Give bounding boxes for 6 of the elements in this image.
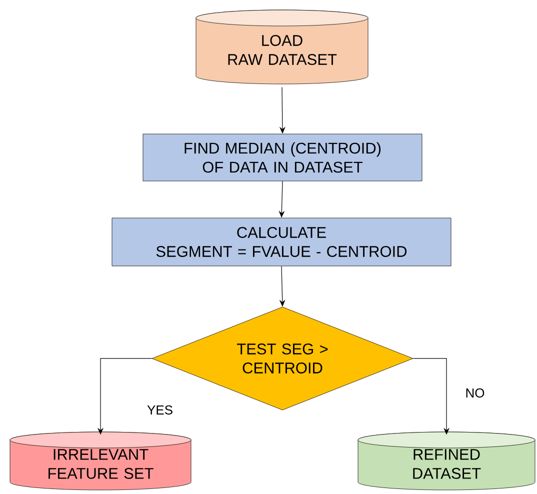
edge-label: NO: [464, 387, 486, 399]
database-cylinder: LOAD RAW DATASET: [196, 10, 368, 84]
database-cylinder: REFINED DATASET: [358, 432, 536, 490]
process-box: FIND MEDIAN (CENTROID) OF DATA IN DATASET: [142, 134, 422, 182]
process-box: CALCULATE SEGMENT = FVALUE - CENTROID: [112, 218, 452, 266]
database-cylinder: IRRELEVANT FEATURE SET: [10, 432, 192, 490]
